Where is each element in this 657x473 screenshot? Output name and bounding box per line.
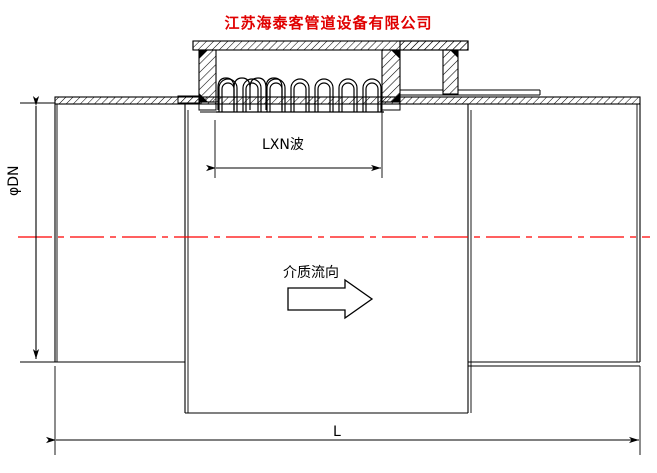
central-body-box [184,104,472,414]
right-connecting-bar [400,89,541,96]
left-guide-bar [177,95,201,104]
company-title: 江苏海泰客管道设备有限公司 [224,14,433,32]
left-flange [198,49,217,111]
bellows-length-dimension [206,110,383,178]
top-cover-plate [192,40,469,51]
flow-direction-label: 介质流向 [283,265,339,281]
nominal-diameter-dimension [20,96,55,363]
flow-direction-arrow [287,278,374,320]
overall-length-label: L [333,424,341,440]
right-outer-flange [442,49,459,95]
bellows-loops [216,78,384,113]
nominal-diameter-label: φDN [6,165,22,197]
bellows-length-label: LXN波 [262,137,304,153]
bellows-convolutions [217,77,283,110]
right-inner-flange [381,49,401,111]
overall-length-dimension [46,366,641,455]
pipe-body-outline [54,96,641,367]
